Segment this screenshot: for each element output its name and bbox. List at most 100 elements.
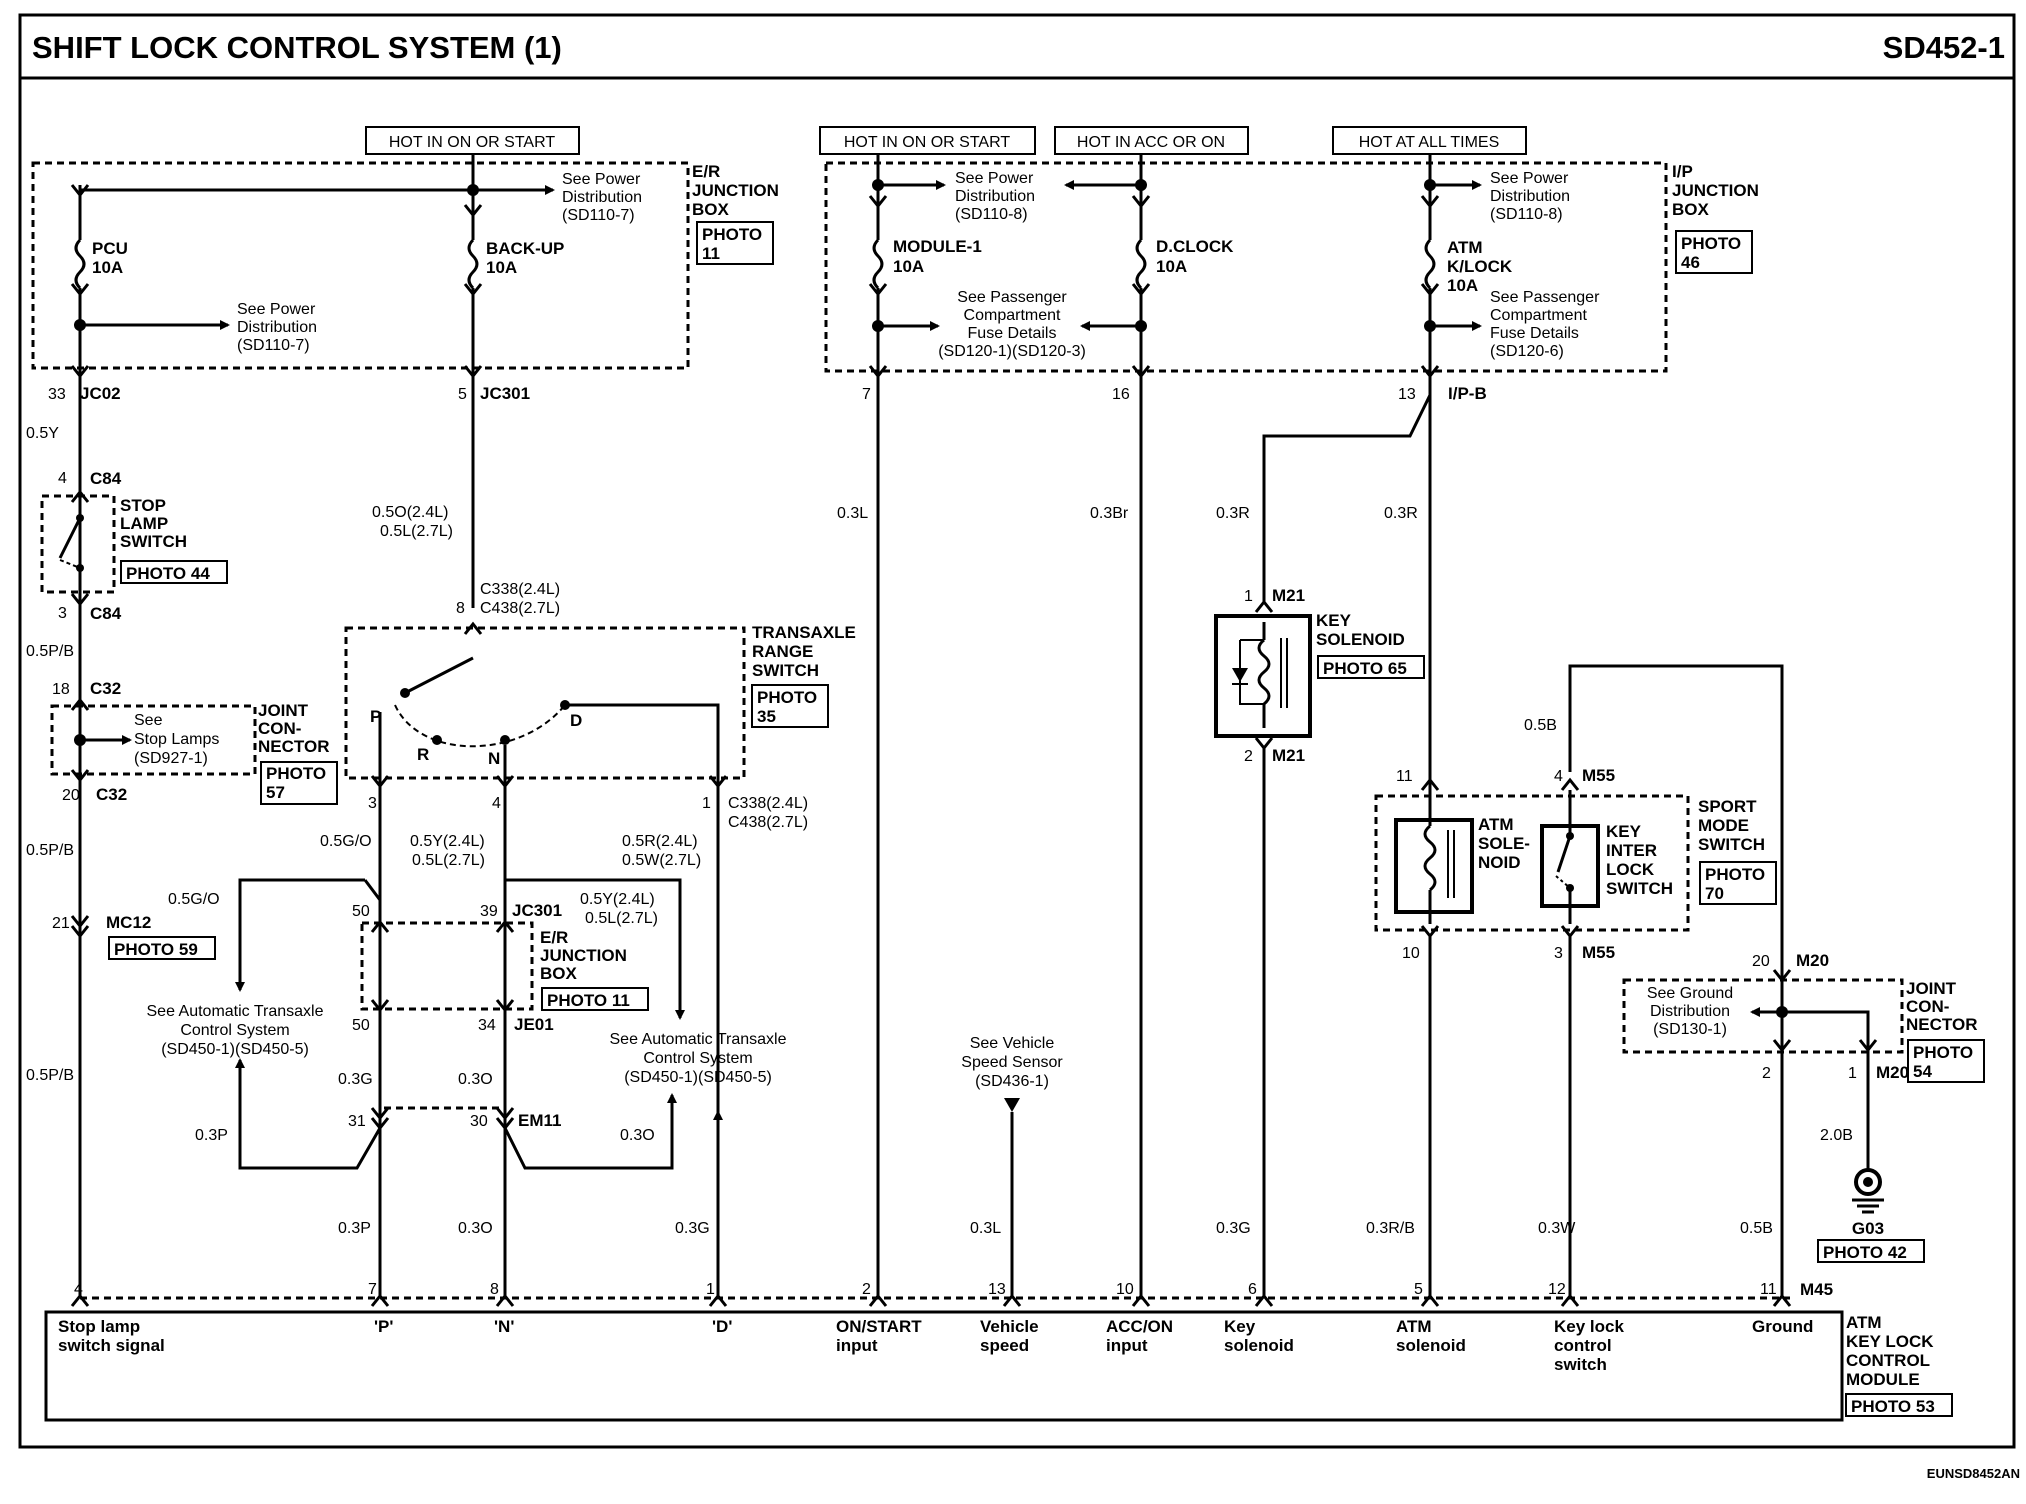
fuse-atm-klock: ATM K/LOCK 10A: [1420, 155, 1513, 378]
svg-text:0.5P/B: 0.5P/B: [26, 842, 74, 859]
svg-text:PHOTO 59: PHOTO 59: [114, 940, 198, 959]
svg-text:SWITCH: SWITCH: [1606, 879, 1673, 898]
see-passenger-compartment: See Passenger Compartment Fuse Details (…: [1490, 289, 1600, 360]
svg-text:0.3R: 0.3R: [1216, 505, 1250, 522]
svg-text:C32: C32: [90, 679, 121, 698]
svg-text:STOP: STOP: [120, 496, 166, 515]
module-pin-caret: [70, 1293, 90, 1307]
svg-text:ATM: ATM: [1447, 238, 1483, 257]
svg-text:PHOTO: PHOTO: [1681, 234, 1741, 253]
svg-text:PHOTO: PHOTO: [1913, 1043, 1973, 1062]
svg-text:0.5Y: 0.5Y: [26, 425, 59, 442]
module-pin-label: Key lock: [1554, 1317, 1624, 1336]
svg-text:See: See: [134, 712, 163, 729]
svg-text:0.3G: 0.3G: [675, 1220, 710, 1237]
svg-text:35: 35: [757, 707, 776, 726]
svg-text:LAMP: LAMP: [120, 514, 168, 533]
module-pin-label: speed: [980, 1336, 1029, 1355]
fuse-module-1: MODULE-1 10A: [868, 155, 982, 378]
svg-text:11: 11: [702, 244, 720, 263]
svg-text:0.3G: 0.3G: [1216, 1220, 1251, 1237]
svg-text:C438(2.7L): C438(2.7L): [728, 814, 808, 831]
svg-text:0.3O: 0.3O: [458, 1220, 493, 1237]
svg-text:JUNCTION: JUNCTION: [692, 181, 779, 200]
svg-text:46: 46: [1681, 253, 1700, 272]
svg-text:13: 13: [988, 1281, 1006, 1298]
svg-text:See Passenger: See Passenger: [957, 289, 1067, 306]
svg-text:M45: M45: [1800, 1280, 1833, 1299]
module-pin-label: Ground: [1752, 1317, 1813, 1336]
svg-text:(SD130-1): (SD130-1): [1653, 1021, 1727, 1038]
see-power-distribution: See Power Distribution (SD110-8): [955, 170, 1035, 223]
module-pin-caret: [1560, 1293, 1580, 1307]
page-code: SD452-1: [1883, 30, 2005, 65]
see-automatic-transaxle: See Automatic Transaxle Control System (…: [147, 1003, 324, 1058]
svg-text:HOT IN ON OR START: HOT IN ON OR START: [389, 134, 555, 151]
svg-text:JOINT: JOINT: [258, 701, 309, 720]
module-pin-label: ON/START: [836, 1317, 922, 1336]
svg-text:M20: M20: [1796, 951, 1829, 970]
svg-text:PHOTO 11: PHOTO 11: [547, 991, 630, 1010]
joint-connector-2: [1622, 978, 1904, 1054]
svg-text:Fuse Details: Fuse Details: [968, 325, 1057, 342]
svg-text:4: 4: [74, 1281, 83, 1298]
svg-text:33: 33: [48, 386, 66, 403]
svg-text:D.CLOCK: D.CLOCK: [1156, 237, 1234, 256]
svg-text:See Automatic Transaxle: See Automatic Transaxle: [147, 1003, 324, 1020]
svg-text:See Automatic Transaxle: See Automatic Transaxle: [610, 1031, 787, 1048]
svg-text:Distribution: Distribution: [1490, 188, 1570, 205]
svg-text:Control System: Control System: [643, 1050, 752, 1067]
svg-text:C84: C84: [90, 469, 122, 488]
svg-text:0.3O: 0.3O: [620, 1127, 655, 1144]
stop-lamp-switch: [40, 494, 116, 594]
svg-text:PHOTO 53: PHOTO 53: [1851, 1397, 1935, 1416]
svg-text:SWITCH: SWITCH: [752, 661, 819, 680]
svg-text:10: 10: [1402, 945, 1420, 962]
svg-text:Distribution: Distribution: [1650, 1003, 1730, 1020]
svg-text:(SD436-1): (SD436-1): [975, 1073, 1049, 1090]
module-pin-caret: [868, 1293, 888, 1307]
svg-text:0.5Y(2.4L): 0.5Y(2.4L): [410, 833, 485, 850]
svg-text:0.3L: 0.3L: [970, 1220, 1001, 1237]
svg-text:PHOTO: PHOTO: [1705, 865, 1765, 884]
module-pin-label: Vehicle: [980, 1317, 1039, 1336]
svg-text:5: 5: [1414, 1281, 1423, 1298]
hot-label: HOT IN ON OR START: [819, 126, 1036, 155]
svg-text:Fuse Details: Fuse Details: [1490, 325, 1579, 342]
svg-text:0.3R/B: 0.3R/B: [1366, 1220, 1415, 1237]
svg-text:(SD120-1)(SD120-3): (SD120-1)(SD120-3): [938, 343, 1086, 360]
svg-text:0.5W(2.7L): 0.5W(2.7L): [622, 852, 701, 869]
svg-text:(SD120-6): (SD120-6): [1490, 343, 1564, 360]
svg-text:21: 21: [52, 915, 70, 932]
svg-text:JE01: JE01: [514, 1015, 554, 1034]
svg-text:RANGE: RANGE: [752, 642, 813, 661]
svg-text:K/LOCK: K/LOCK: [1447, 257, 1513, 276]
module-pin-label: Stop lamp: [58, 1317, 140, 1336]
svg-text:BOX: BOX: [1672, 200, 1710, 219]
svg-text:See Power: See Power: [955, 170, 1034, 187]
joint-connector-1: [50, 704, 257, 776]
svg-text:HOT AT ALL TIMES: HOT AT ALL TIMES: [1359, 134, 1500, 151]
svg-text:P: P: [370, 707, 381, 726]
key-interlock-switch-label: KEY INTER LOCK SWITCH: [1606, 822, 1673, 898]
svg-text:0.3P: 0.3P: [338, 1220, 371, 1237]
transaxle-range-switch: [344, 626, 746, 780]
svg-text:5: 5: [458, 386, 467, 403]
svg-text:See Ground: See Ground: [1647, 985, 1733, 1002]
svg-text:1: 1: [1244, 588, 1253, 605]
er-junction-box-mid-label: E/R JUNCTION BOX PHOTO 11: [540, 928, 649, 1011]
svg-text:See Passenger: See Passenger: [1490, 289, 1600, 306]
svg-text:34: 34: [478, 1017, 496, 1034]
svg-text:57: 57: [266, 783, 285, 802]
svg-text:JUNCTION: JUNCTION: [540, 946, 627, 965]
svg-text:CON-: CON-: [1906, 997, 1949, 1016]
module-pin-caret: [495, 1293, 515, 1307]
svg-text:0.3L: 0.3L: [837, 505, 868, 522]
svg-text:20: 20: [62, 787, 80, 804]
svg-text:(SD450-1)(SD450-5): (SD450-1)(SD450-5): [161, 1041, 309, 1058]
joint-connector-1-label: JOINT CON- NECTOR PHOTO 57: [258, 701, 338, 805]
svg-text:See Power: See Power: [562, 171, 641, 188]
svg-text:PHOTO: PHOTO: [757, 688, 817, 707]
svg-text:11: 11: [1760, 1281, 1777, 1298]
